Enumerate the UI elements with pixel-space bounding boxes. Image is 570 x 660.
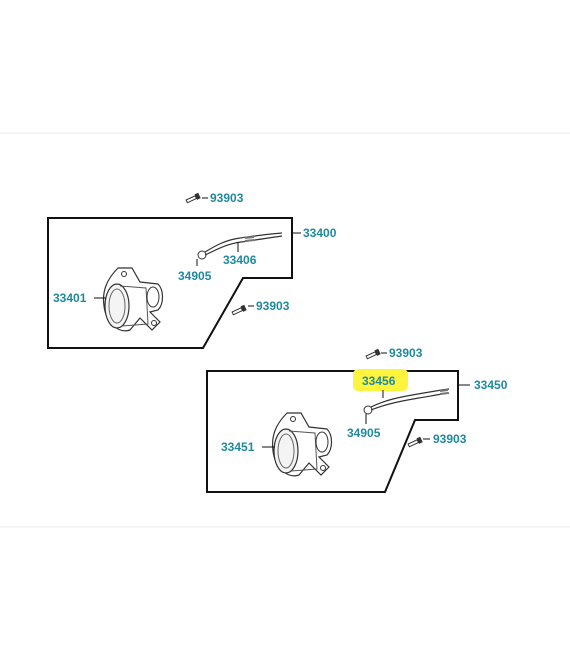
part-label-bolt-mid-right[interactable]: 93903 — [433, 432, 467, 446]
bolt-icon — [231, 304, 247, 316]
part-label-lamp-left[interactable]: 33401 — [53, 291, 87, 305]
bolt-icon — [365, 348, 381, 360]
part-label-lamp-right[interactable]: 33451 — [221, 440, 255, 454]
lamp-unit-icon — [271, 412, 333, 477]
part-label-bolt-top-left[interactable]: 93903 — [210, 191, 244, 205]
bolt-icon — [407, 436, 423, 448]
part-label-wire-left[interactable]: 33406 — [223, 253, 257, 267]
highlight-marker — [353, 369, 408, 391]
assembly-left-outline — [47, 217, 293, 349]
assembly-right-outline — [206, 370, 459, 493]
bolt-icon — [185, 192, 201, 204]
wire-harness-icon — [197, 232, 283, 260]
part-label-wire-right[interactable]: 33456 — [362, 374, 396, 388]
wire-harness-icon — [363, 388, 450, 415]
part-label-terminal-right[interactable]: 34905 — [347, 426, 381, 440]
part-label-terminal-left[interactable]: 34905 — [178, 269, 212, 283]
part-label-bolt-top-right[interactable]: 93903 — [389, 346, 423, 360]
part-label-bolt-mid-left[interactable]: 93903 — [256, 299, 290, 313]
lamp-unit-icon — [102, 267, 164, 332]
part-label-assembly-right[interactable]: 33450 — [474, 378, 508, 392]
part-label-assembly-left[interactable]: 33400 — [303, 226, 337, 240]
